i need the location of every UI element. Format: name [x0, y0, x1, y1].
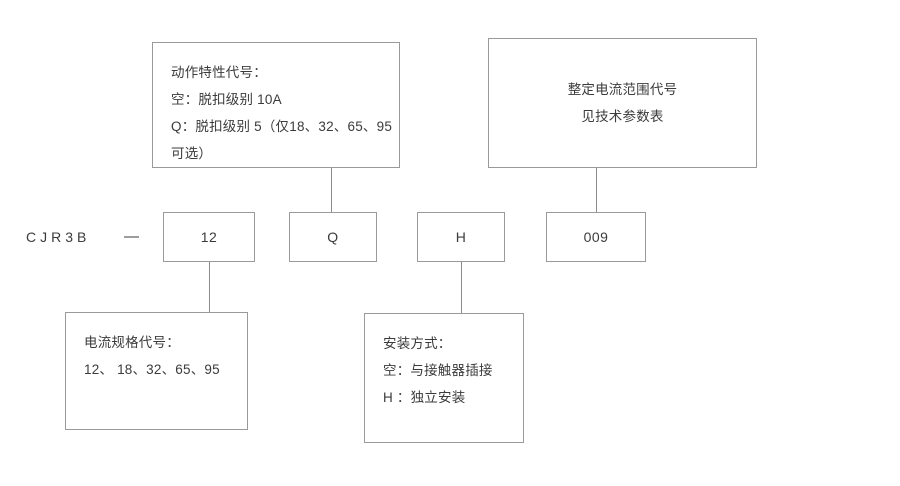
connector-current-rating	[209, 262, 210, 312]
code-box-value: 009	[583, 229, 609, 245]
note-line: 动作特性代号：	[171, 65, 267, 80]
code-box-value: Q	[327, 229, 339, 245]
connector-mounting-type	[461, 262, 462, 313]
connector-setting-current-range	[596, 168, 597, 213]
code-box-value: H	[455, 229, 467, 245]
note-line: 安装方式：	[383, 336, 452, 351]
note-line: 空：脱扣级别 10A	[171, 92, 282, 107]
note-box-setting-current-range: 整定电流范围代号 见技术参数表	[488, 38, 757, 168]
note-line: 12、 18、32、65、95	[84, 362, 220, 377]
code-box-current-rating[interactable]: 12	[163, 212, 255, 262]
note-box-action-characteristic: 动作特性代号： 空：脱扣级别 10A Q：脱扣级别 5（仅18、32、65、95…	[152, 42, 400, 168]
code-box-value: 12	[200, 229, 218, 245]
note-line: 见技术参数表	[581, 109, 664, 124]
code-box-action-characteristic[interactable]: Q	[289, 212, 377, 262]
note-line: H ：独立安装	[383, 390, 466, 405]
note-box-mounting-type: 安装方式： 空：与接触器插接 H ：独立安装	[364, 313, 524, 443]
code-box-mounting-type[interactable]: H	[417, 212, 505, 262]
note-line: 可选）	[171, 146, 213, 161]
note-line: 电流规格代号：	[84, 335, 180, 350]
model-separator-dash: —	[124, 228, 139, 245]
code-box-setting-current-range[interactable]: 009	[546, 212, 646, 262]
note-line: 整定电流范围代号	[567, 82, 678, 97]
note-line: Q：脱扣级别 5（仅18、32、65、95	[171, 119, 393, 134]
connector-action-characteristic	[331, 168, 332, 213]
note-line: 空：与接触器插接	[383, 363, 493, 378]
note-box-current-rating: 电流规格代号： 12、 18、32、65、95	[65, 312, 248, 430]
model-prefix-label: CJR3B	[26, 229, 91, 245]
